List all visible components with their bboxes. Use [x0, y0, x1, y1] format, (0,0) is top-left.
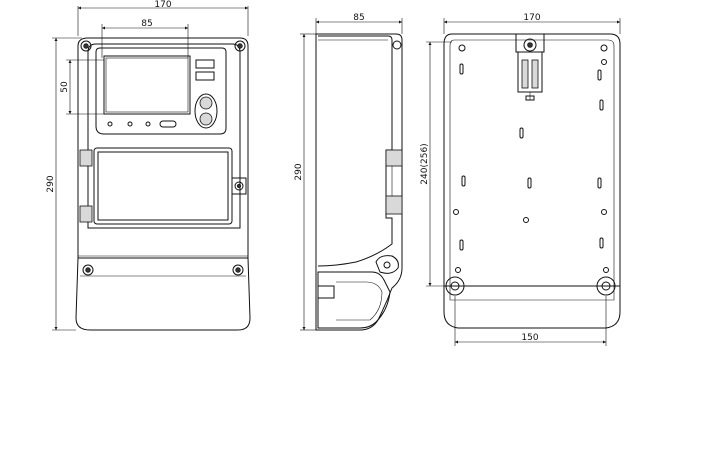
rear-hole-mr: [601, 209, 607, 215]
front-display-offset-label: 50: [60, 81, 70, 93]
rear-dimensions: 170 240(256) 150: [420, 13, 621, 346]
front-bottom-left-screw: [82, 264, 94, 276]
side-top-screw: [392, 40, 402, 50]
rear-slot-1: [459, 63, 464, 75]
front-top-left-screw: [80, 40, 92, 52]
front-bottom-right-screw: [232, 264, 244, 276]
right-side-screw: [231, 177, 247, 195]
indicator-top: [195, 59, 215, 69]
rear-slot-6: [461, 175, 466, 187]
front-width-label: 170: [154, 0, 171, 10]
led-dot-2: [127, 121, 133, 127]
rear-hole-ml: [453, 209, 459, 215]
optical-port: [159, 120, 177, 128]
terminal-window: [93, 147, 233, 225]
side-seal-hook: [375, 255, 399, 274]
front-terminal-cover: [75, 257, 251, 331]
rear-slot-4: [519, 127, 524, 139]
rear-hole-ll: [455, 267, 461, 273]
led-dot-3: [145, 121, 151, 127]
side-height-label: 290: [294, 163, 304, 180]
rear-inner-outline: [449, 39, 615, 301]
side-clip-bottom: [385, 195, 403, 215]
rear-height-label: 240(256): [420, 143, 430, 184]
rear-slot-2: [597, 69, 602, 81]
front-cover-outline: [87, 43, 241, 229]
front-inner-width-label: 85: [141, 19, 152, 29]
front-view: [75, 37, 251, 331]
rear-hole-tr: [600, 44, 608, 52]
side-dimensions: 85 290: [294, 13, 403, 331]
rear-view: [443, 33, 621, 329]
front-dimensions: 170 85 290 50: [46, 0, 249, 331]
lcd-screen: [103, 55, 191, 115]
rear-slot-5: [597, 177, 602, 189]
lcd-inner: [105, 57, 189, 113]
rear-hole-mc: [523, 217, 529, 223]
left-clip-top: [79, 149, 93, 167]
rear-bottom-span-label: 150: [521, 333, 538, 343]
rear-slot-3: [599, 99, 604, 111]
rear-hole-tl: [458, 44, 466, 52]
rear-slot-9: [599, 237, 604, 249]
front-height-label: 290: [46, 175, 56, 192]
side-body-outline: [315, 33, 403, 331]
rear-mount-right: [596, 276, 616, 296]
side-view: [315, 33, 403, 331]
display-panel: [95, 47, 227, 135]
rear-hole-lr: [603, 267, 609, 273]
side-depth-label: 85: [353, 13, 364, 23]
front-top-right-screw: [234, 40, 246, 52]
rear-width-label: 170: [523, 13, 540, 23]
terminal-window-inner: [97, 151, 229, 221]
button-pad: [194, 93, 218, 129]
side-terminal-block: [317, 285, 335, 299]
led-dot-1: [107, 121, 113, 127]
side-cover-outline: [317, 35, 393, 267]
side-terminal-cover: [317, 271, 391, 329]
rear-hanger-bracket: [515, 33, 545, 101]
rear-slot-8: [459, 239, 464, 251]
indicator-bottom: [195, 71, 215, 81]
side-clip-top: [385, 149, 403, 167]
left-clip-bottom: [79, 205, 93, 223]
side-seal-hole: [383, 261, 391, 269]
rear-hole-tr2: [601, 59, 607, 65]
side-terminal-inner: [336, 281, 383, 321]
rear-slot-7: [527, 177, 532, 189]
